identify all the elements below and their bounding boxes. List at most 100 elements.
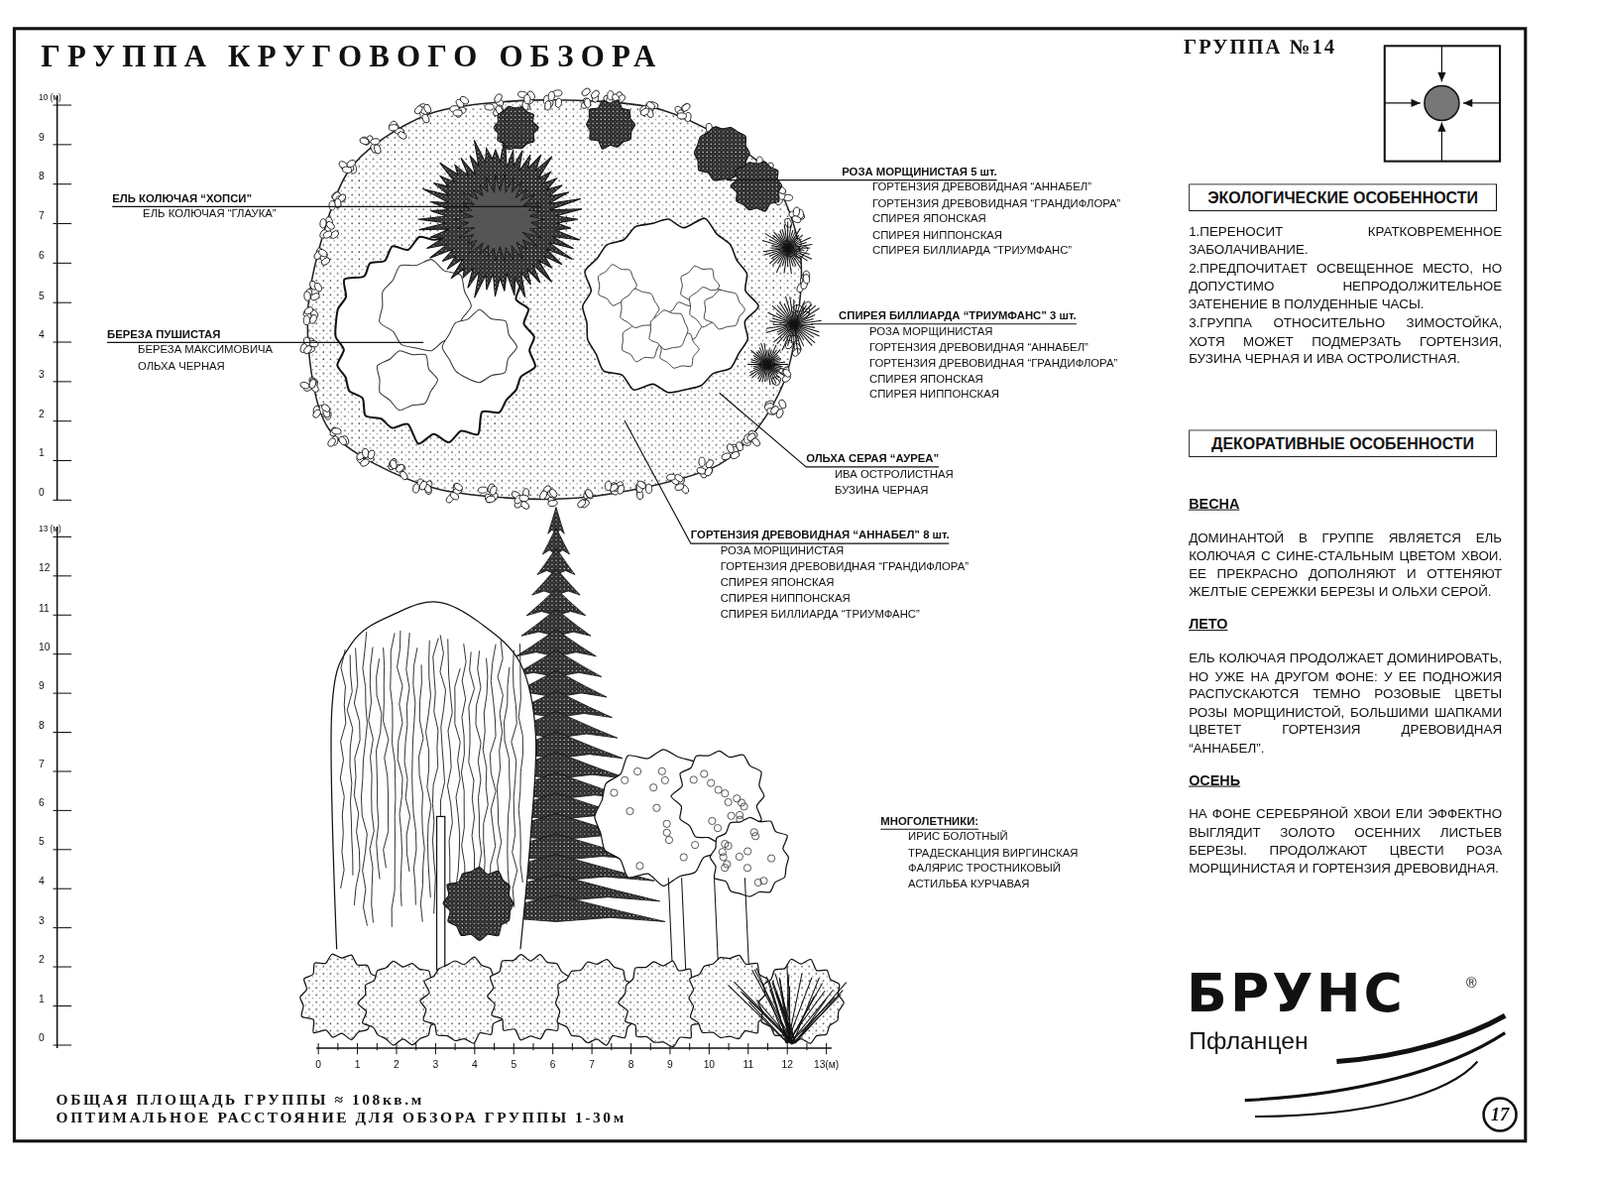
spruce-plan xyxy=(418,135,582,298)
alternative-plant: СПИРЕЯ ЯПОНСКАЯ xyxy=(720,575,835,589)
alternative-plant: АСТИЛЬБА КУРЧАВАЯ xyxy=(908,877,1029,891)
hydrangea-floret xyxy=(610,789,618,797)
hydrangea-floret xyxy=(719,853,727,861)
scale-number: 9 xyxy=(649,1057,690,1070)
hydrangea-floret xyxy=(689,776,697,784)
grass-blade xyxy=(754,969,794,1043)
rose-shrub-plan xyxy=(586,100,636,150)
season-heading: ВЕСНА xyxy=(1188,493,1240,513)
alternative-plant: ГОРТЕНЗИЯ ДРЕВОВИДНАЯ “ГРАНДИФЛОРА” xyxy=(872,196,1121,210)
grass-blade xyxy=(756,967,787,1043)
compass-arrowhead xyxy=(1437,122,1446,132)
shrub-leaf xyxy=(299,380,311,389)
alternative-plant: ЕЛЬ КОЛЮЧАЯ “ГЛАУКА” xyxy=(142,207,276,221)
hydrangea-floret xyxy=(665,835,673,843)
shrub-leaf xyxy=(366,449,376,460)
willow-strand xyxy=(353,648,360,906)
shrub-leaf xyxy=(698,457,705,466)
shrub-leaf xyxy=(309,292,321,302)
scale-tick xyxy=(767,1042,769,1050)
footer-note: ОПТИМАЛЬНОЕ РАССТОЯНИЕ ДЛЯ ОБЗОРА ГРУППЫ… xyxy=(56,1108,627,1128)
compass-arrowhead xyxy=(1411,99,1421,108)
shrub-leaf xyxy=(313,281,324,293)
plant-callout: СПИРЕЯ БИЛЛИАРДА “ТРИУМФАНС” 3 шт. xyxy=(838,308,1077,322)
rose-shrub-plan xyxy=(730,161,783,212)
scale-number: 1 xyxy=(38,992,45,1005)
scale-tick xyxy=(53,420,73,422)
grass-blade xyxy=(769,980,789,1043)
shrub-leaf xyxy=(338,435,348,447)
shrub-leaf xyxy=(320,255,332,266)
scale-tick xyxy=(435,1042,437,1054)
scale-number: 7 xyxy=(38,210,45,223)
group-number: ГРУППА №14 xyxy=(1183,34,1337,58)
compass-arrowhead xyxy=(1463,99,1473,108)
shrub-leaf xyxy=(802,273,810,284)
scale-number: 13(м) xyxy=(805,1057,847,1070)
shrub-leaf xyxy=(373,143,382,154)
scale-number: 8 xyxy=(610,1057,652,1070)
shrub-leaf xyxy=(358,457,370,468)
scale-tick xyxy=(650,1042,652,1050)
shrub-leaf xyxy=(750,436,762,448)
shrub-leaf xyxy=(639,107,651,117)
shrub-leaf xyxy=(453,481,464,493)
shrub-leaf xyxy=(396,129,408,140)
shrub-leaf xyxy=(493,93,504,105)
hydrangea-floret xyxy=(750,828,758,836)
spirea-plan xyxy=(767,363,771,385)
scale-number: 4 xyxy=(454,1057,495,1070)
spirea-plan xyxy=(779,302,794,326)
scale-number: 11 xyxy=(38,601,50,614)
shrub-leaf xyxy=(538,489,549,501)
shrub-leaf xyxy=(320,402,332,414)
shrub-leaf xyxy=(387,119,398,131)
scale-tick xyxy=(53,536,73,538)
scale-tick xyxy=(53,183,73,185)
scale-tick xyxy=(53,966,73,968)
scale-tick xyxy=(53,574,73,576)
shrub-stem xyxy=(682,877,686,970)
shrub-leaf xyxy=(388,123,399,131)
scale-tick xyxy=(53,731,73,733)
grass-blade xyxy=(789,983,823,1043)
alternative-plant: ИРИС БОЛОТНЫЙ xyxy=(908,829,1009,843)
birch-crown-lobe xyxy=(442,309,517,382)
scale-tick xyxy=(53,342,73,343)
logo-swoosh xyxy=(1336,1015,1505,1061)
hydrangea-floret xyxy=(718,848,726,856)
hydrangea-floret xyxy=(680,853,687,861)
shrub-leaf xyxy=(583,98,592,109)
hydrangea-head xyxy=(649,310,688,350)
shrub-leaf xyxy=(488,484,498,496)
brand-subtitle: Пфланцен xyxy=(1188,1026,1309,1055)
page-number-circle xyxy=(1484,1098,1517,1132)
brand-logo: БРУНС xyxy=(1186,964,1406,1023)
hydrangea-floret xyxy=(733,795,741,802)
birch-trunk xyxy=(437,815,446,969)
alternative-plant: ФАЛЯРИС ТРОСТНИКОВЫЙ xyxy=(908,861,1061,875)
scale-tick xyxy=(591,1042,593,1054)
season-text: НА ФОНЕ СЕРЕБРЯНОЙ ХВОИ ЕЛИ ЭФФЕКТНО ВЫГ… xyxy=(1188,804,1502,877)
scale-tick xyxy=(53,888,73,890)
scale-number: 9 xyxy=(38,680,45,692)
hydrangea-floret xyxy=(626,806,634,814)
shrub-leaf xyxy=(589,89,601,101)
shrub-leaf xyxy=(418,479,428,491)
shrub-leaf xyxy=(583,487,594,499)
scale-number: 9 xyxy=(38,130,45,143)
leader-lines xyxy=(107,180,1077,830)
shrub-leaf xyxy=(680,102,691,114)
shrub-leaf xyxy=(311,408,323,420)
leader-line xyxy=(624,420,949,544)
alternative-plant: СПИРЕЯ ЯПОНСКАЯ xyxy=(872,212,987,226)
scale-number: 12 xyxy=(767,1057,808,1070)
shrub-leaf xyxy=(769,404,781,416)
scale-number: 5 xyxy=(493,1057,535,1070)
scale-tick xyxy=(53,302,73,304)
scale-number: 1 xyxy=(38,447,45,459)
shrub-leaf xyxy=(636,479,648,490)
shrub-leaf xyxy=(412,482,421,493)
scale-tick xyxy=(513,1042,515,1054)
shrub-leaf xyxy=(308,378,317,389)
